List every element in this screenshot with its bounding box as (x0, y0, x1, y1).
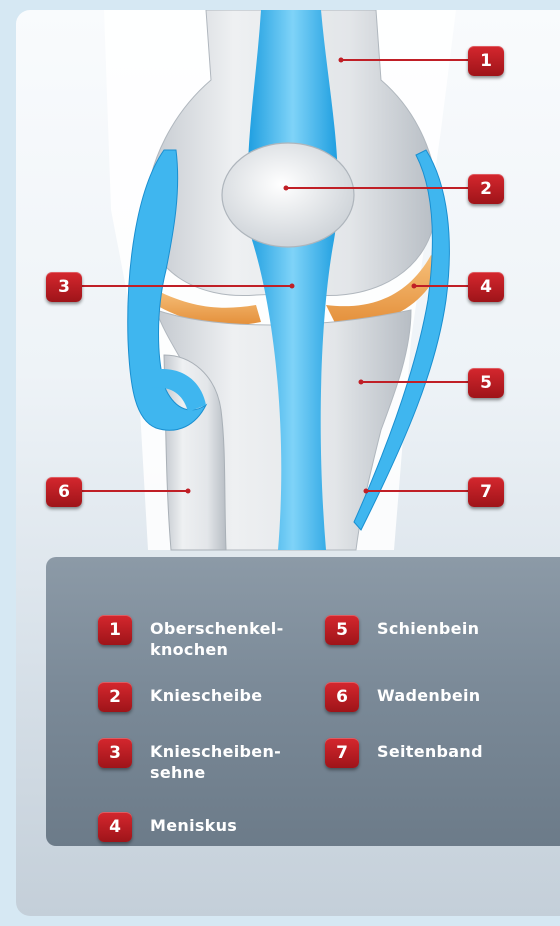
legend-badge-3: 3 (98, 738, 132, 768)
legend-label-7: Seitenband (377, 738, 483, 762)
legend-label-5: Schienbein (377, 615, 479, 639)
legend-label-2: Kniescheibe (150, 682, 262, 706)
legend-item-1: 1 Oberschenkel- knochen (98, 615, 284, 660)
legend-item-6: 6 Wadenbein (325, 682, 480, 712)
callout-badge-6: 6 (46, 477, 82, 507)
legend-item-3: 3 Kniescheiben- sehne (98, 738, 281, 783)
legend-label-3: Kniescheiben- sehne (150, 738, 281, 783)
callout-badge-2: 2 (468, 174, 504, 204)
legend-badge-7: 7 (325, 738, 359, 768)
legend-label-1: Oberschenkel- knochen (150, 615, 284, 660)
callout-badge-4: 4 (468, 272, 504, 302)
legend-item-4: 4 Meniskus (98, 812, 237, 842)
callout-badge-7: 7 (468, 477, 504, 507)
legend-badge-4: 4 (98, 812, 132, 842)
legend-badge-1: 1 (98, 615, 132, 645)
legend-label-4: Meniskus (150, 812, 237, 836)
legend-item-5: 5 Schienbein (325, 615, 479, 645)
legend-item-2: 2 Kniescheibe (98, 682, 262, 712)
legend-badge-2: 2 (98, 682, 132, 712)
patella (222, 143, 354, 247)
callout-badge-5: 5 (468, 368, 504, 398)
legend-panel: 1 Oberschenkel- knochen 2 Kniescheibe 3 … (46, 557, 560, 846)
legend-badge-6: 6 (325, 682, 359, 712)
callout-badge-1: 1 (468, 46, 504, 76)
legend-badge-5: 5 (325, 615, 359, 645)
legend-label-6: Wadenbein (377, 682, 480, 706)
legend-item-7: 7 Seitenband (325, 738, 483, 768)
callout-badge-3: 3 (46, 272, 82, 302)
